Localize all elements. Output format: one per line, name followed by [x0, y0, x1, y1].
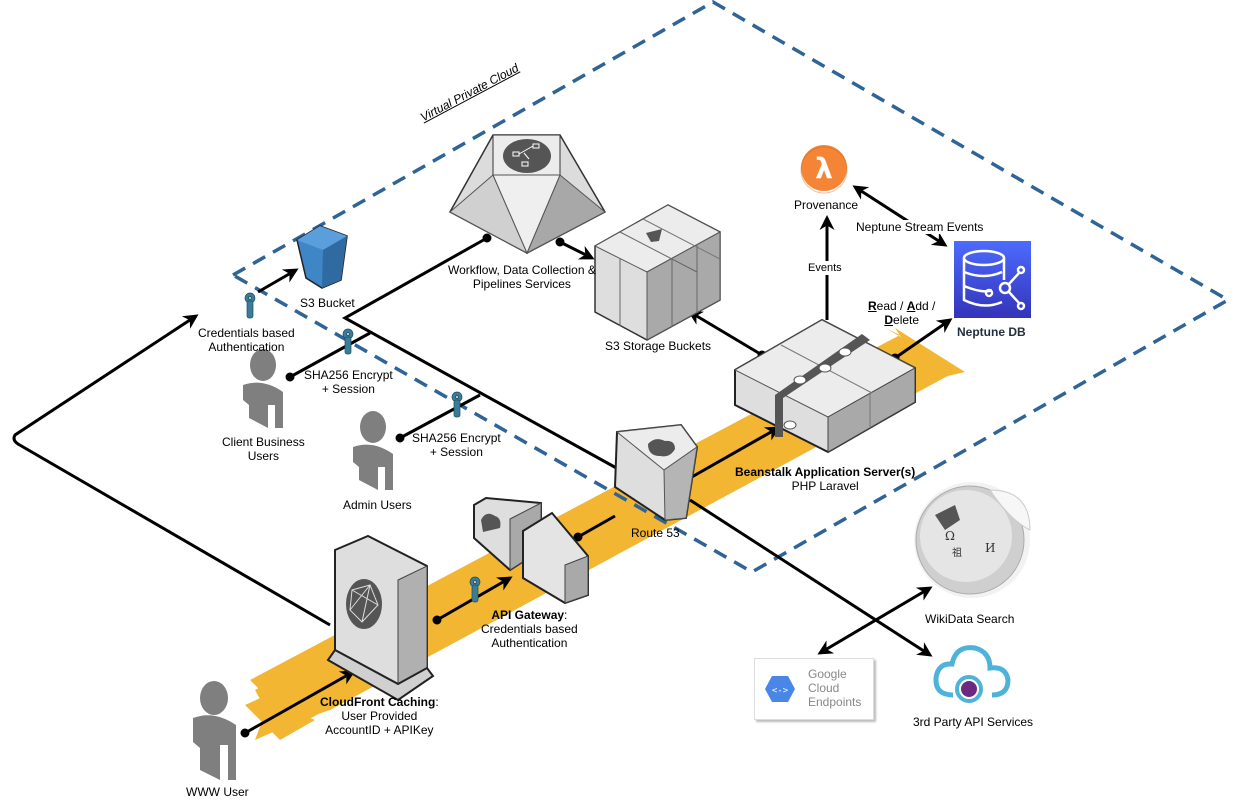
sha-client-line2: + Session: [321, 382, 375, 396]
cloudfront-label-bold: CloudFront Caching: [320, 695, 436, 709]
workflow-label-line2: Pipelines Services: [472, 277, 571, 291]
lambda-glyph: λ: [815, 152, 833, 185]
admin-users-icon[interactable]: [353, 411, 393, 490]
gce-line2: Cloud: [808, 681, 840, 695]
api-gateway-icon[interactable]: [473, 496, 589, 605]
workflow-label: Workflow, Data Collection & Pipelines Se…: [448, 263, 596, 291]
edge-www-to-cf: [244, 670, 356, 735]
key-icon: [244, 292, 481, 603]
www-user-icon[interactable]: [193, 681, 236, 780]
beanstalk-label: Beanstalk Application Server(s) PHP Lara…: [735, 465, 915, 493]
gce-line3: Endpoints: [808, 695, 862, 709]
sha-admin-line1: SHA256 Encrypt: [412, 431, 501, 445]
api-gateway-line2: Credentials based: [481, 622, 578, 636]
provenance-label: Provenance: [794, 198, 859, 212]
route53-icon[interactable]: [613, 423, 699, 522]
s3-bucket-label: S3 Bucket: [300, 296, 355, 310]
api-gateway-line3: Authentication: [491, 636, 568, 650]
gce-line1: Google: [808, 667, 847, 681]
rad-dd: dd /: [915, 299, 936, 313]
third-party-label: 3rd Party API Services: [913, 715, 1034, 729]
cloudfront-line3: AccountID + APIKey: [325, 723, 434, 737]
s3-bucket-icon[interactable]: [296, 225, 348, 289]
cloudfront-label: CloudFront Caching: User Provided Accoun…: [320, 695, 439, 737]
rad-d: D: [884, 313, 894, 327]
cloudfront-line2: User Provided: [341, 709, 418, 723]
cloud-api-icon[interactable]: [933, 645, 1011, 703]
admin-users-label: Admin Users: [343, 498, 412, 512]
client-users-line1: Client Business: [222, 435, 305, 449]
step-functions-icon[interactable]: [448, 134, 607, 255]
cred-auth-label: Credentials based Authentication: [198, 326, 295, 354]
google-cloud-endpoints-card[interactable]: <-> Google Cloud Endpoints: [754, 658, 874, 720]
beanstalk-label-bold: Beanstalk Application Server(s): [735, 465, 916, 479]
api-gateway-colon: :: [564, 608, 568, 622]
svg-text:И: И: [985, 541, 995, 555]
api-gateway-label-bold: API Gateway: [491, 608, 565, 622]
beanstalk-icon[interactable]: [733, 318, 917, 454]
read-add-delete-label: Read / Add / Delete: [868, 299, 935, 327]
traffic-arrow-head: [895, 328, 965, 380]
client-users-label: Client Business Users: [222, 435, 305, 463]
s3-storage-icon[interactable]: [593, 204, 722, 341]
cred-auth-line2: Authentication: [208, 340, 285, 354]
neptune-label: Neptune DB: [957, 325, 1026, 339]
lambda-icon[interactable]: λ: [800, 145, 848, 194]
edge-workflow-to-s3storage: [559, 240, 595, 260]
client-users-line2: Users: [247, 449, 280, 463]
edge-neptune-stream: [852, 185, 948, 247]
route53-label: Route 53: [631, 526, 680, 540]
endpoints-glyph: <->: [772, 686, 789, 696]
svg-text:Ω: Ω: [945, 529, 955, 543]
svg-text:祖: 祖: [952, 546, 962, 559]
wikidata-label: WikiData Search: [925, 612, 1015, 626]
sha-admin-line2: + Session: [429, 445, 483, 459]
www-user-label: WWW User: [186, 785, 249, 799]
s3-storage-label: S3 Storage Buckets: [605, 339, 712, 353]
vpc-boundary: [229, 0, 1232, 575]
rad-elete: elete: [893, 313, 920, 327]
edge-route53-to-apigw: [577, 514, 616, 539]
rad-ead: ead /: [876, 299, 907, 313]
workflow-label-line1: Workflow, Data Collection &: [448, 263, 596, 277]
edge-admin-sha: [399, 393, 481, 440]
edge-read-add-delete: [894, 318, 953, 360]
api-gateway-label: API Gateway: Credentials based Authentic…: [481, 608, 578, 650]
sha-client-label: SHA256 Encrypt + Session: [304, 368, 393, 396]
edge-wiki-gce: [817, 586, 933, 655]
edge-route53-to-beanstalk: [689, 426, 781, 480]
edge-route53-to-3rdparty: [689, 498, 933, 657]
connectors: [12, 185, 953, 738]
sha-admin-label: SHA256 Encrypt + Session: [412, 431, 501, 459]
edge-client-sha: [289, 331, 371, 379]
neptune-stream-label: Neptune Stream Events: [856, 220, 984, 234]
rad-r: R: [868, 299, 877, 313]
client-business-users-icon[interactable]: [243, 349, 283, 428]
edge-www-loop: [12, 314, 331, 627]
traffic-arrow-tail: [245, 680, 315, 740]
edge-workflow-trunk: [341, 236, 621, 472]
cloudfront-icon[interactable]: [326, 534, 435, 702]
rad-a: A: [906, 299, 916, 313]
cloudfront-colon: :: [435, 695, 439, 709]
wikipedia-globe-icon[interactable]: Ω И 祖: [914, 482, 1031, 598]
edge-cred-to-s3: [257, 268, 299, 294]
google-cloud-endpoints-icon: <->: [765, 676, 795, 702]
edge-beanstalk-to-s3storage: [687, 310, 763, 357]
neptune-db-icon[interactable]: [954, 241, 1031, 318]
sha-client-line1: SHA256 Encrypt: [304, 368, 393, 382]
events-label: Events: [808, 261, 842, 275]
cred-auth-line1: Credentials based: [198, 326, 295, 340]
beanstalk-label-sub: PHP Laravel: [791, 479, 859, 493]
